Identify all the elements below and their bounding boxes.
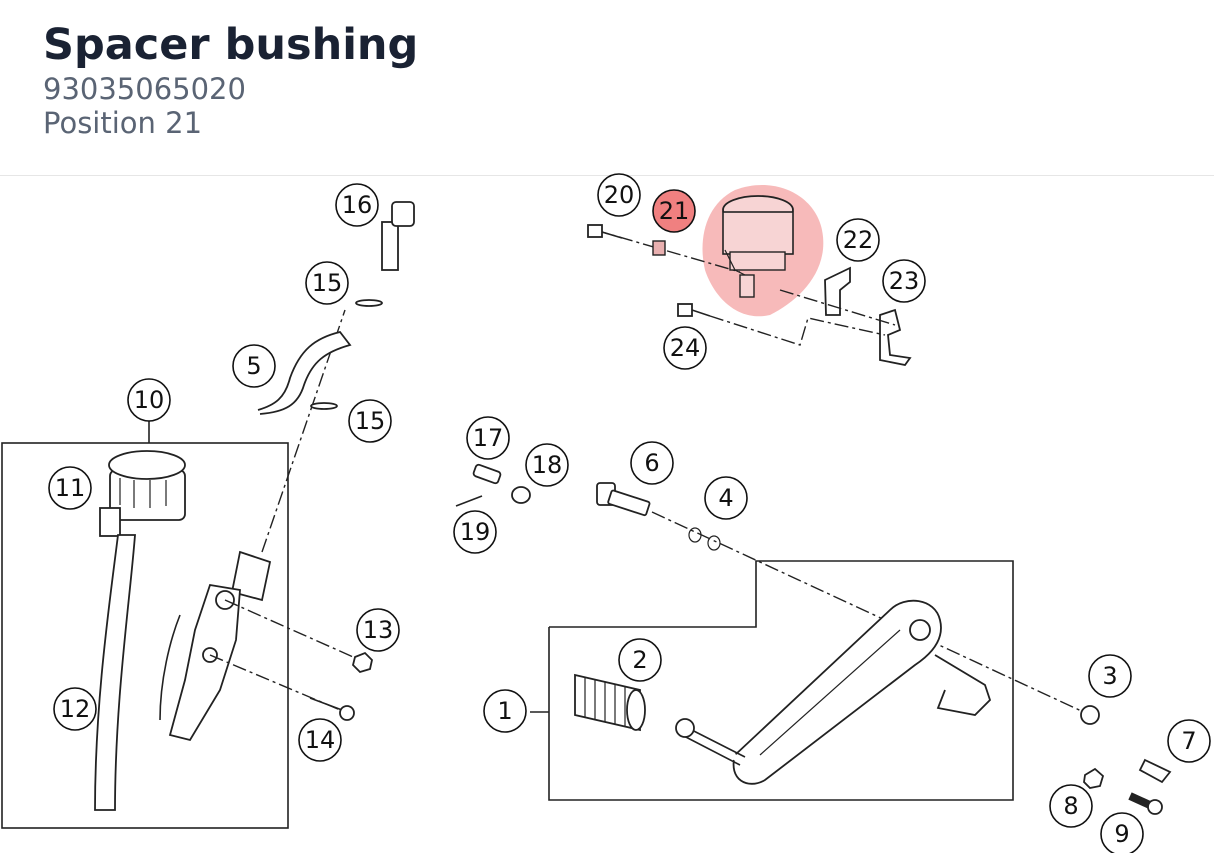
svg-text:5: 5 [246,352,261,380]
svg-text:6: 6 [644,449,659,477]
reservoir-11-drawing [99,450,186,537]
brake-lever-drawing [675,599,992,785]
cotter-19-drawing [455,495,483,507]
svg-text:19: 19 [460,518,491,546]
part-position: Position 21 [43,106,203,140]
bolt-24-drawing [677,303,711,317]
group-1-frame [530,560,1014,801]
nut-13-drawing [352,651,373,674]
svg-text:7: 7 [1181,727,1196,755]
svg-text:12: 12 [60,695,91,723]
svg-text:15: 15 [312,269,343,297]
washer-18-drawing [511,486,531,504]
pin-17-drawing [472,463,502,485]
svg-text:11: 11 [55,474,86,502]
callout-15-bottom[interactable]: 15 [348,399,392,443]
callout-18[interactable]: 18 [525,443,569,487]
hose-12-drawing [94,534,136,811]
svg-text:3: 3 [1102,662,1117,690]
group-10-frame [1,418,289,829]
callout-3[interactable]: 3 [1088,654,1132,698]
bolt-14-drawing [309,697,355,721]
callout-4[interactable]: 4 [704,476,748,520]
banjo-16-drawing [381,201,415,271]
svg-text:16: 16 [342,191,373,219]
callout-2[interactable]: 2 [618,638,662,682]
svg-text:8: 8 [1063,792,1078,820]
svg-text:15: 15 [355,407,386,435]
callout-8[interactable]: 8 [1049,784,1093,828]
callout-17[interactable]: 17 [466,416,510,460]
callout-6[interactable]: 6 [630,441,674,485]
callout-24[interactable]: 24 [663,326,707,370]
svg-text:23: 23 [889,267,920,295]
svg-text:14: 14 [305,726,336,754]
callout-1[interactable]: 1 [483,689,527,733]
svg-text:18: 18 [532,451,563,479]
callout-21-highlighted[interactable]: 21 [652,189,696,233]
bolt-9-drawing [1128,792,1163,815]
callout-22[interactable]: 22 [836,218,880,262]
part-header: Spacer bushing 93035065020 Position 21 [0,0,1214,176]
svg-text:24: 24 [670,334,701,362]
callout-7[interactable]: 7 [1167,719,1211,763]
svg-text:17: 17 [473,424,504,452]
svg-text:10: 10 [134,386,165,414]
hose-5-drawing [257,330,352,415]
nut-8-drawing [1083,767,1105,789]
bushing-21-drawing [652,240,666,256]
washer-15-bottom-drawing [310,402,338,410]
master-cylinder-drawing [159,550,272,742]
circlip-4b-drawing [707,535,721,551]
rubber-2-drawing [574,673,646,732]
svg-text:1: 1 [497,697,512,725]
washer-15-top-drawing [355,299,383,307]
callout-14[interactable]: 14 [298,718,342,762]
circlip-4a-drawing [688,527,702,543]
bracket-23-drawing [879,308,912,366]
callout-20[interactable]: 20 [597,173,641,217]
callout-9[interactable]: 9 [1100,812,1144,853]
bolt-20-drawing [587,224,623,239]
callout-23[interactable]: 23 [882,259,926,303]
svg-text:2: 2 [632,646,647,674]
callout-10[interactable]: 10 [127,378,171,422]
svg-text:9: 9 [1114,820,1129,848]
svg-text:20: 20 [604,181,635,209]
callout-5[interactable]: 5 [232,344,276,388]
callout-15-top[interactable]: 15 [305,261,349,305]
callout-13[interactable]: 13 [356,608,400,652]
svg-text:4: 4 [718,484,733,512]
callout-19[interactable]: 19 [453,510,497,554]
callout-16[interactable]: 16 [335,183,379,227]
pivot-6-drawing [596,482,651,517]
svg-text:13: 13 [363,616,394,644]
callout-layer: 1 2 3 4 5 6 7 8 9 10 11 12 13 14 15 15 1… [48,173,1211,853]
part-title: Spacer bushing [43,20,419,70]
bracket-22-drawing [824,266,851,316]
svg-text:21: 21 [659,197,690,225]
part-number: 93035065020 [43,72,246,106]
reservoir-22-drawing [722,195,794,298]
callout-12[interactable]: 12 [53,687,97,731]
svg-text:22: 22 [843,226,874,254]
spring-7-drawing [1138,758,1172,784]
washer-3-drawing [1080,705,1100,725]
callout-11[interactable]: 11 [48,466,92,510]
